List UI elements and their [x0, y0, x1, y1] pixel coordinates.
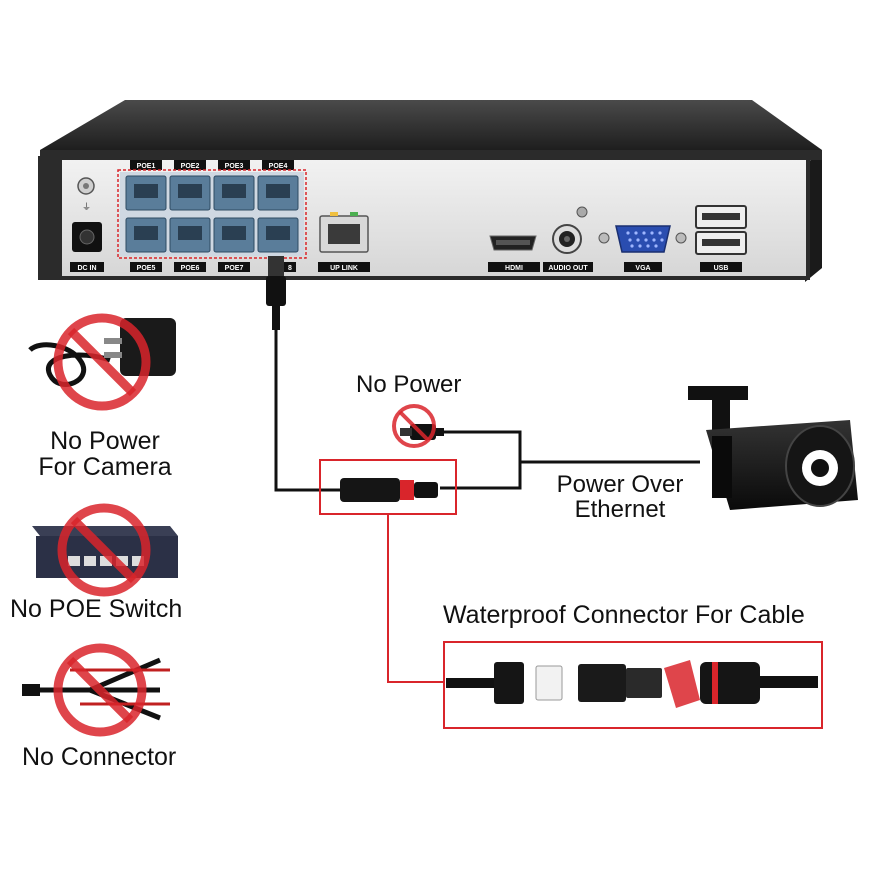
waterproof-highlight-box [443, 641, 823, 729]
poe-label-8: 8 [288, 265, 292, 272]
dc-in-port[interactable]: DC IN [70, 222, 104, 272]
vga-port[interactable]: VGA [598, 225, 687, 272]
no-power-label: No Power [356, 371, 462, 398]
poe-port-group: POE1 POE2 POE3 POE4 [117, 160, 307, 272]
bullet-camera-icon [688, 386, 858, 510]
no-power-camera-line-1: No Power [50, 427, 160, 455]
poe-top-labels: POE1 POE2 POE3 POE4 [130, 160, 294, 170]
inline-connector [340, 478, 438, 502]
poe-label-line-2: Ethernet [574, 496, 666, 524]
nvr-top-cover [40, 100, 822, 150]
poe-ethernet-ports[interactable] [125, 175, 299, 253]
usb-ports[interactable]: USB [695, 205, 747, 272]
power-adapter-prohibited [28, 313, 176, 411]
no-power-prohibition-icon [392, 404, 436, 448]
hdmi-label: HDMI [505, 265, 523, 272]
poe-highlight-box [117, 169, 307, 259]
no-power-camera-line-2: For Camera [38, 453, 172, 482]
poe-label-4: POE4 [269, 163, 288, 170]
hdmi-port[interactable]: HDMI [488, 235, 540, 272]
no-power-for-camera-label: No Power For Camera [20, 428, 190, 481]
nvr-recorder: ⏚ DC IN POE1 POE2 POE3 POE4 [38, 100, 822, 282]
ground-screw-icon: ⏚ [77, 177, 95, 212]
dc-in-label: DC IN [77, 265, 96, 272]
poe-switch-prohibited [32, 503, 178, 597]
splitter-cable-prohibited [22, 643, 170, 737]
nvr-rear-frame [40, 150, 822, 160]
audio-out-label: AUDIO OUT [548, 265, 588, 272]
poe-label-5: POE5 [137, 265, 156, 272]
poe-label-3: POE3 [225, 163, 244, 170]
poe-label-2: POE2 [181, 163, 200, 170]
no-poe-switch-label: No POE Switch [10, 595, 183, 623]
nvr-left-edge [40, 150, 62, 278]
ethernet-cable [274, 330, 700, 492]
vga-label: VGA [635, 265, 650, 272]
waterproof-connector-title: Waterproof Connector For Cable [443, 601, 805, 629]
no-connector-label: No Connector [22, 743, 177, 771]
audio-out-port[interactable]: AUDIO OUT [543, 206, 593, 272]
poe-label-6: POE6 [181, 265, 200, 272]
waterproof-connector-detail [443, 641, 823, 729]
usb-label: USB [714, 265, 729, 272]
poe-label-1: POE1 [137, 163, 156, 170]
poe-label-line-1: Power Over [556, 471, 684, 498]
poe-label-7: POE7 [225, 265, 244, 272]
power-over-ethernet-label: Power Over Ethernet [550, 471, 690, 524]
svg-text:⏚: ⏚ [82, 202, 91, 212]
poe-bottom-labels: POE5 POE6 POE7 8 [130, 262, 296, 272]
rj45-plug [266, 256, 286, 330]
uplink-port[interactable]: UP LINK [318, 212, 370, 272]
uplink-label: UP LINK [330, 265, 358, 272]
connector-callout-line [387, 514, 444, 683]
